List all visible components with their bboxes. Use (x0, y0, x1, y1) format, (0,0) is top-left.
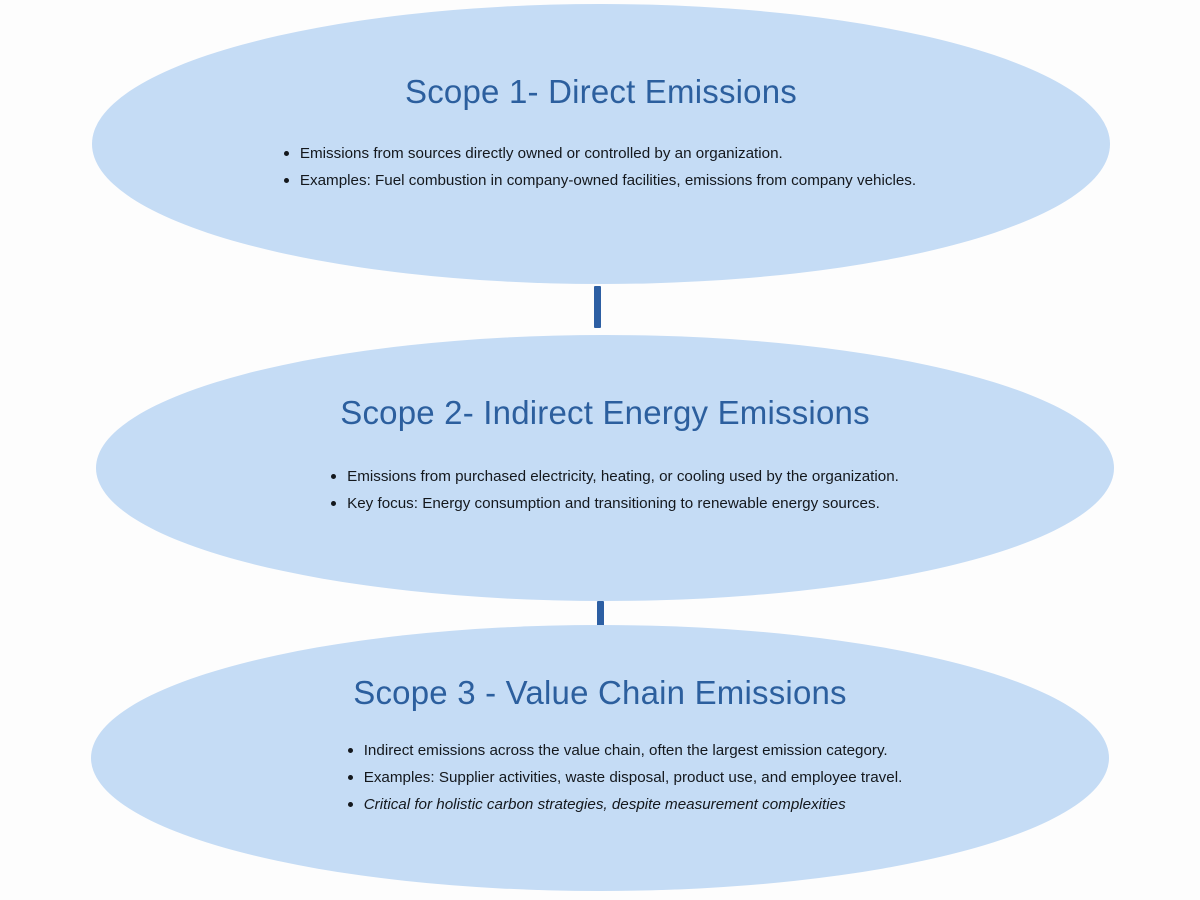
list-item: Critical for holistic carbon strategies,… (344, 791, 903, 818)
list-item: Key focus: Energy consumption and transi… (327, 490, 899, 517)
node-scope-2-bullet-list: Emissions from purchased electricity, he… (327, 463, 899, 517)
node-scope-3-title: Scope 3 - Value Chain Emissions (353, 674, 847, 711)
connector-scope1-scope2 (594, 286, 601, 328)
node-scope-1[interactable]: Scope 1- Direct Emissions Emissions from… (92, 4, 1110, 284)
list-item: Examples: Fuel combustion in company-own… (280, 167, 916, 194)
node-scope-1-bullet-list: Emissions from sources directly owned or… (280, 140, 916, 194)
list-item: Emissions from purchased electricity, he… (327, 463, 899, 490)
list-item: Examples: Supplier activities, waste dis… (344, 764, 902, 791)
node-scope-3[interactable]: Scope 3 - Value Chain Emissions Indirect… (91, 625, 1109, 891)
node-scope-1-title: Scope 1- Direct Emissions (405, 73, 797, 110)
node-scope-2-title: Scope 2- Indirect Energy Emissions (340, 394, 870, 431)
node-scope-2[interactable]: Scope 2- Indirect Energy Emissions Emiss… (96, 335, 1114, 601)
connector-scope2-scope3 (597, 601, 604, 628)
node-scope-3-bullet-list: Indirect emissions across the value chai… (344, 737, 903, 818)
list-item: Indirect emissions across the value chai… (344, 737, 903, 764)
list-item: Emissions from sources directly owned or… (280, 140, 916, 167)
